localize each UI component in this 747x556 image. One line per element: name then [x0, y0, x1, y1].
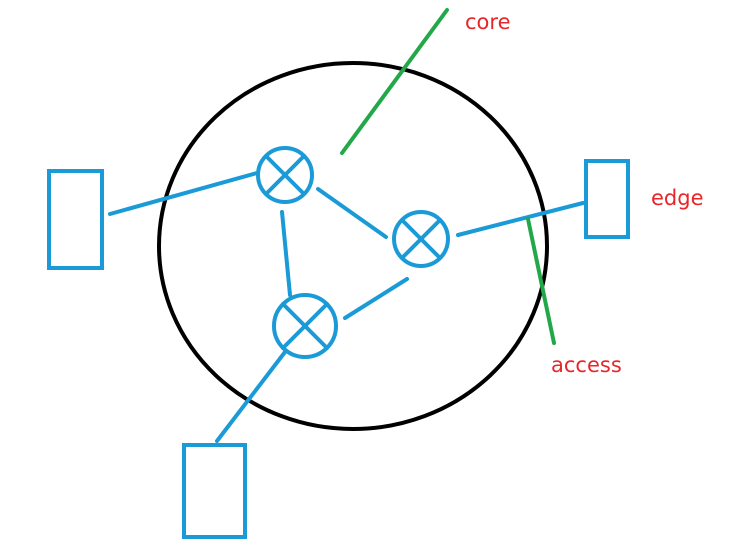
link-router-bottom-to-router-right	[343, 277, 409, 320]
link-router-top-to-router-bottom	[280, 210, 292, 297]
host-bottom	[182, 443, 247, 539]
router-icon	[392, 210, 450, 268]
core-label: core	[465, 10, 511, 34]
host-left	[47, 169, 104, 270]
router-bottom	[272, 293, 338, 359]
router-icon	[272, 293, 338, 359]
access-pointer-line	[526, 217, 556, 345]
link-router-bottom-to-bottom-host	[215, 350, 287, 443]
access-label: access	[551, 353, 622, 377]
hosts	[47, 159, 630, 539]
link-router-right-to-edge-host	[456, 201, 585, 237]
pointers	[340, 8, 556, 345]
core-pointer-line	[340, 8, 449, 155]
router-top	[256, 146, 314, 204]
host-edge	[584, 159, 630, 239]
link-left-host-to-router-top	[108, 171, 259, 216]
edge-label: edge	[651, 186, 704, 210]
network-boundary-circle	[157, 61, 549, 431]
router-right	[392, 210, 450, 268]
router-icon	[256, 146, 314, 204]
links	[108, 171, 585, 443]
link-router-top-to-router-right	[316, 187, 388, 239]
